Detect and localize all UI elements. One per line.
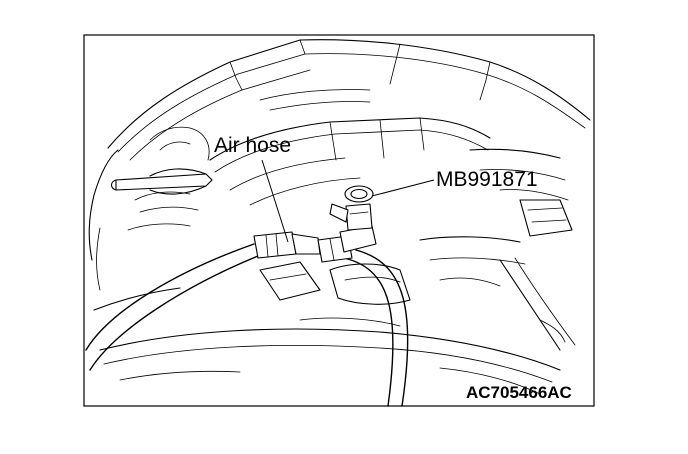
tool-mb991871 [329, 185, 377, 253]
air-hose-leader [261, 159, 289, 243]
figure-code: AC705466AC [466, 383, 572, 402]
air-hose [85, 231, 409, 407]
tool-leader [371, 179, 435, 197]
tool-label: MB991871 [436, 168, 538, 191]
air-hose-label: Air hose [214, 134, 291, 157]
engine-line-art [88, 39, 591, 395]
figure-frame [83, 34, 595, 407]
